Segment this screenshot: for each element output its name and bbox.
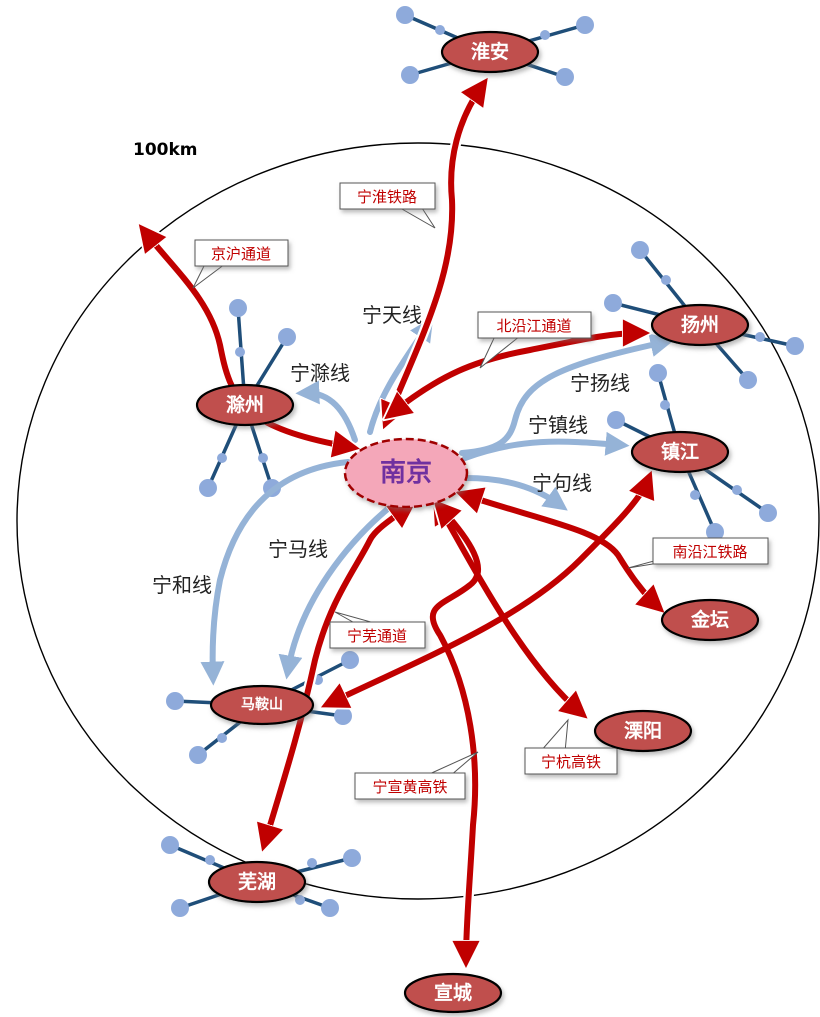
label-ningtian: 宁天线 [362,303,422,327]
city-label-jintan: 金坛 [690,608,729,631]
label-ningchu: 宁滁线 [290,361,350,385]
city-label-xuancheng: 宣城 [434,981,472,1004]
corridor-callouts: 宁淮铁路 京沪通道 北沿江通道 南沿江铁路 宁芜通道 宁杭高铁 [192,182,769,800]
callout-text-ninghang: 宁杭高铁 [541,753,601,771]
label-ningyang: 宁扬线 [570,371,630,395]
city-label-wuhu: 芜湖 [238,870,276,893]
city-liyang[interactable]: 溧阳 [593,709,693,753]
corridor-jinghu-path [145,232,350,447]
city-wuhu[interactable]: 芜湖 [207,860,307,904]
callout-text-ninghuai: 宁淮铁路 [357,188,417,206]
callout-text-beiyanjiang: 北沿江通道 [496,317,571,335]
label-ningju: 宁句线 [532,471,592,495]
city-label-chuzhou: 滁州 [226,393,264,416]
city-jintan[interactable]: 金坛 [660,598,760,642]
city-label-yangzhou: 扬州 [681,313,719,336]
callout-ningwu: 宁芜通道 [329,611,426,649]
callout-text-nanyanjiang: 南沿江铁路 [672,543,747,561]
city-yangzhou[interactable]: 扬州 [650,303,750,347]
callout-text-ningwu: 宁芜通道 [347,627,407,645]
callout-text-ningxuanhuang: 宁宣黄高铁 [372,778,447,796]
city-label-huaian: 淮安 [471,40,509,63]
line-ningzhen-path [462,431,630,461]
city-label-maanshan: 马鞍山 [241,696,283,713]
city-label-liyang: 溧阳 [624,719,662,742]
callout-nanyanjiang: 南沿江铁路 [627,537,769,569]
callout-ninghang: 宁杭高铁 [524,718,618,775]
callout-ningxuanhuang: 宁宣黄高铁 [354,751,479,800]
scale-label: 100km [133,140,198,160]
city-chuzhou[interactable]: 滁州 [195,383,295,427]
city-maanshan[interactable]: 马鞍山 [209,684,315,726]
city-huaian[interactable]: 淮安 [440,30,540,74]
callout-ninghuai: 宁淮铁路 [339,182,436,229]
corridors [145,86,657,958]
label-ninghe: 宁和线 [152,573,212,597]
callout-text-jinghu: 京沪通道 [211,245,271,263]
city-nodes: 淮安 滁州 扬州 镇江 金坛 溧阳 马鞍山 芜湖 [195,30,760,1014]
corridor-ningwu-path [265,507,408,842]
line-ningchu-path [295,380,358,443]
label-ningma: 宁马线 [268,537,328,561]
line-ninghe-path [200,459,351,686]
callout-jinghu: 京沪通道 [192,239,289,289]
hub-nanjing[interactable]: 南京 [343,437,469,509]
local-line-labels: 宁天线 宁滁线 宁扬线 宁镇线 宁句线 宁马线 宁和线 [152,303,630,597]
label-ningzhen: 宁镇线 [528,413,588,437]
corridor-beiyanjiang-path [392,333,640,413]
city-label-zhenjiang: 镇江 [661,440,699,463]
hub-label: 南京 [380,457,432,488]
city-zhenjiang[interactable]: 镇江 [630,430,730,474]
corridor-ningxuanhuang-path [429,507,482,958]
city-xuancheng[interactable]: 宣城 [403,972,503,1014]
callout-beiyanjiang: 北沿江通道 [477,311,592,369]
